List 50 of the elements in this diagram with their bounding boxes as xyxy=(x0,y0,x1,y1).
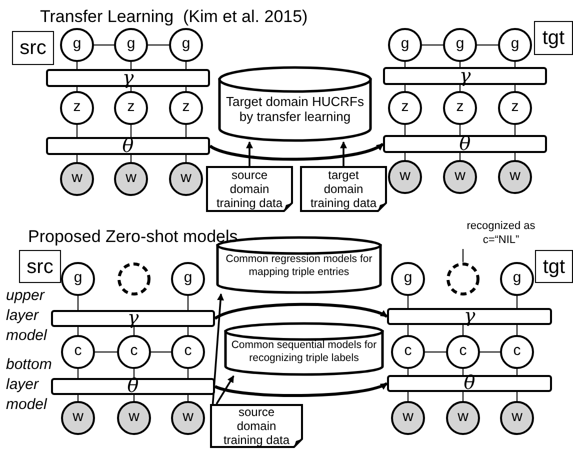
connector-line xyxy=(462,324,464,336)
connector-line xyxy=(462,368,464,376)
connector-line xyxy=(462,392,464,402)
connector-line xyxy=(514,124,516,136)
arrow xyxy=(246,141,253,166)
connector-line xyxy=(404,62,406,68)
connector-line xyxy=(130,86,132,92)
connector-line xyxy=(76,62,78,70)
connector-line xyxy=(514,152,516,160)
domain-box: tgt xyxy=(535,250,573,283)
connector-line xyxy=(130,124,132,138)
annotation-text: recognized as c=“NIL” xyxy=(455,219,547,249)
model-cylinder: Common sequential models for recognizing triple labels xyxy=(224,322,384,376)
connector-line xyxy=(76,154,78,162)
domain-box: tgt xyxy=(534,21,573,55)
domain-box: src xyxy=(19,250,61,283)
connector-line xyxy=(516,324,518,336)
connector-line xyxy=(94,44,114,46)
connector-line xyxy=(76,86,78,92)
connector-line xyxy=(516,368,518,376)
connector-line xyxy=(404,84,406,92)
data-document: target domain training data xyxy=(300,166,387,212)
layer-label: bottom layer model xyxy=(6,355,53,415)
dashed-circle xyxy=(446,262,480,296)
arrow xyxy=(340,141,347,166)
connector-line xyxy=(476,44,498,46)
connector-line xyxy=(514,84,516,92)
leader-line xyxy=(462,248,464,262)
connector-line xyxy=(130,154,132,162)
data-document: source domain training data xyxy=(206,166,293,212)
curved-arrow xyxy=(214,302,388,320)
connector-line xyxy=(516,296,518,308)
arrow xyxy=(216,375,234,404)
connector-line xyxy=(404,152,406,160)
connector-line xyxy=(130,62,132,70)
model-cylinder: Target domain HUCRFs by transfer learning xyxy=(218,66,372,142)
dashed-circle xyxy=(117,262,151,296)
connector-line xyxy=(514,62,516,68)
layer-label: upper layer model xyxy=(6,286,48,346)
connector-line xyxy=(148,44,170,46)
connector-line xyxy=(516,392,518,402)
domain-box: src xyxy=(12,31,54,65)
arrow xyxy=(212,293,224,404)
curved-arrow xyxy=(209,142,384,161)
curved-arrow xyxy=(214,382,388,397)
data-document: source domain training data xyxy=(210,404,303,448)
connector-line xyxy=(422,44,444,46)
section-heading: Transfer Learning (Kim et al. 2015) xyxy=(40,6,308,28)
connector-line xyxy=(404,124,406,136)
connector-line xyxy=(76,124,78,138)
